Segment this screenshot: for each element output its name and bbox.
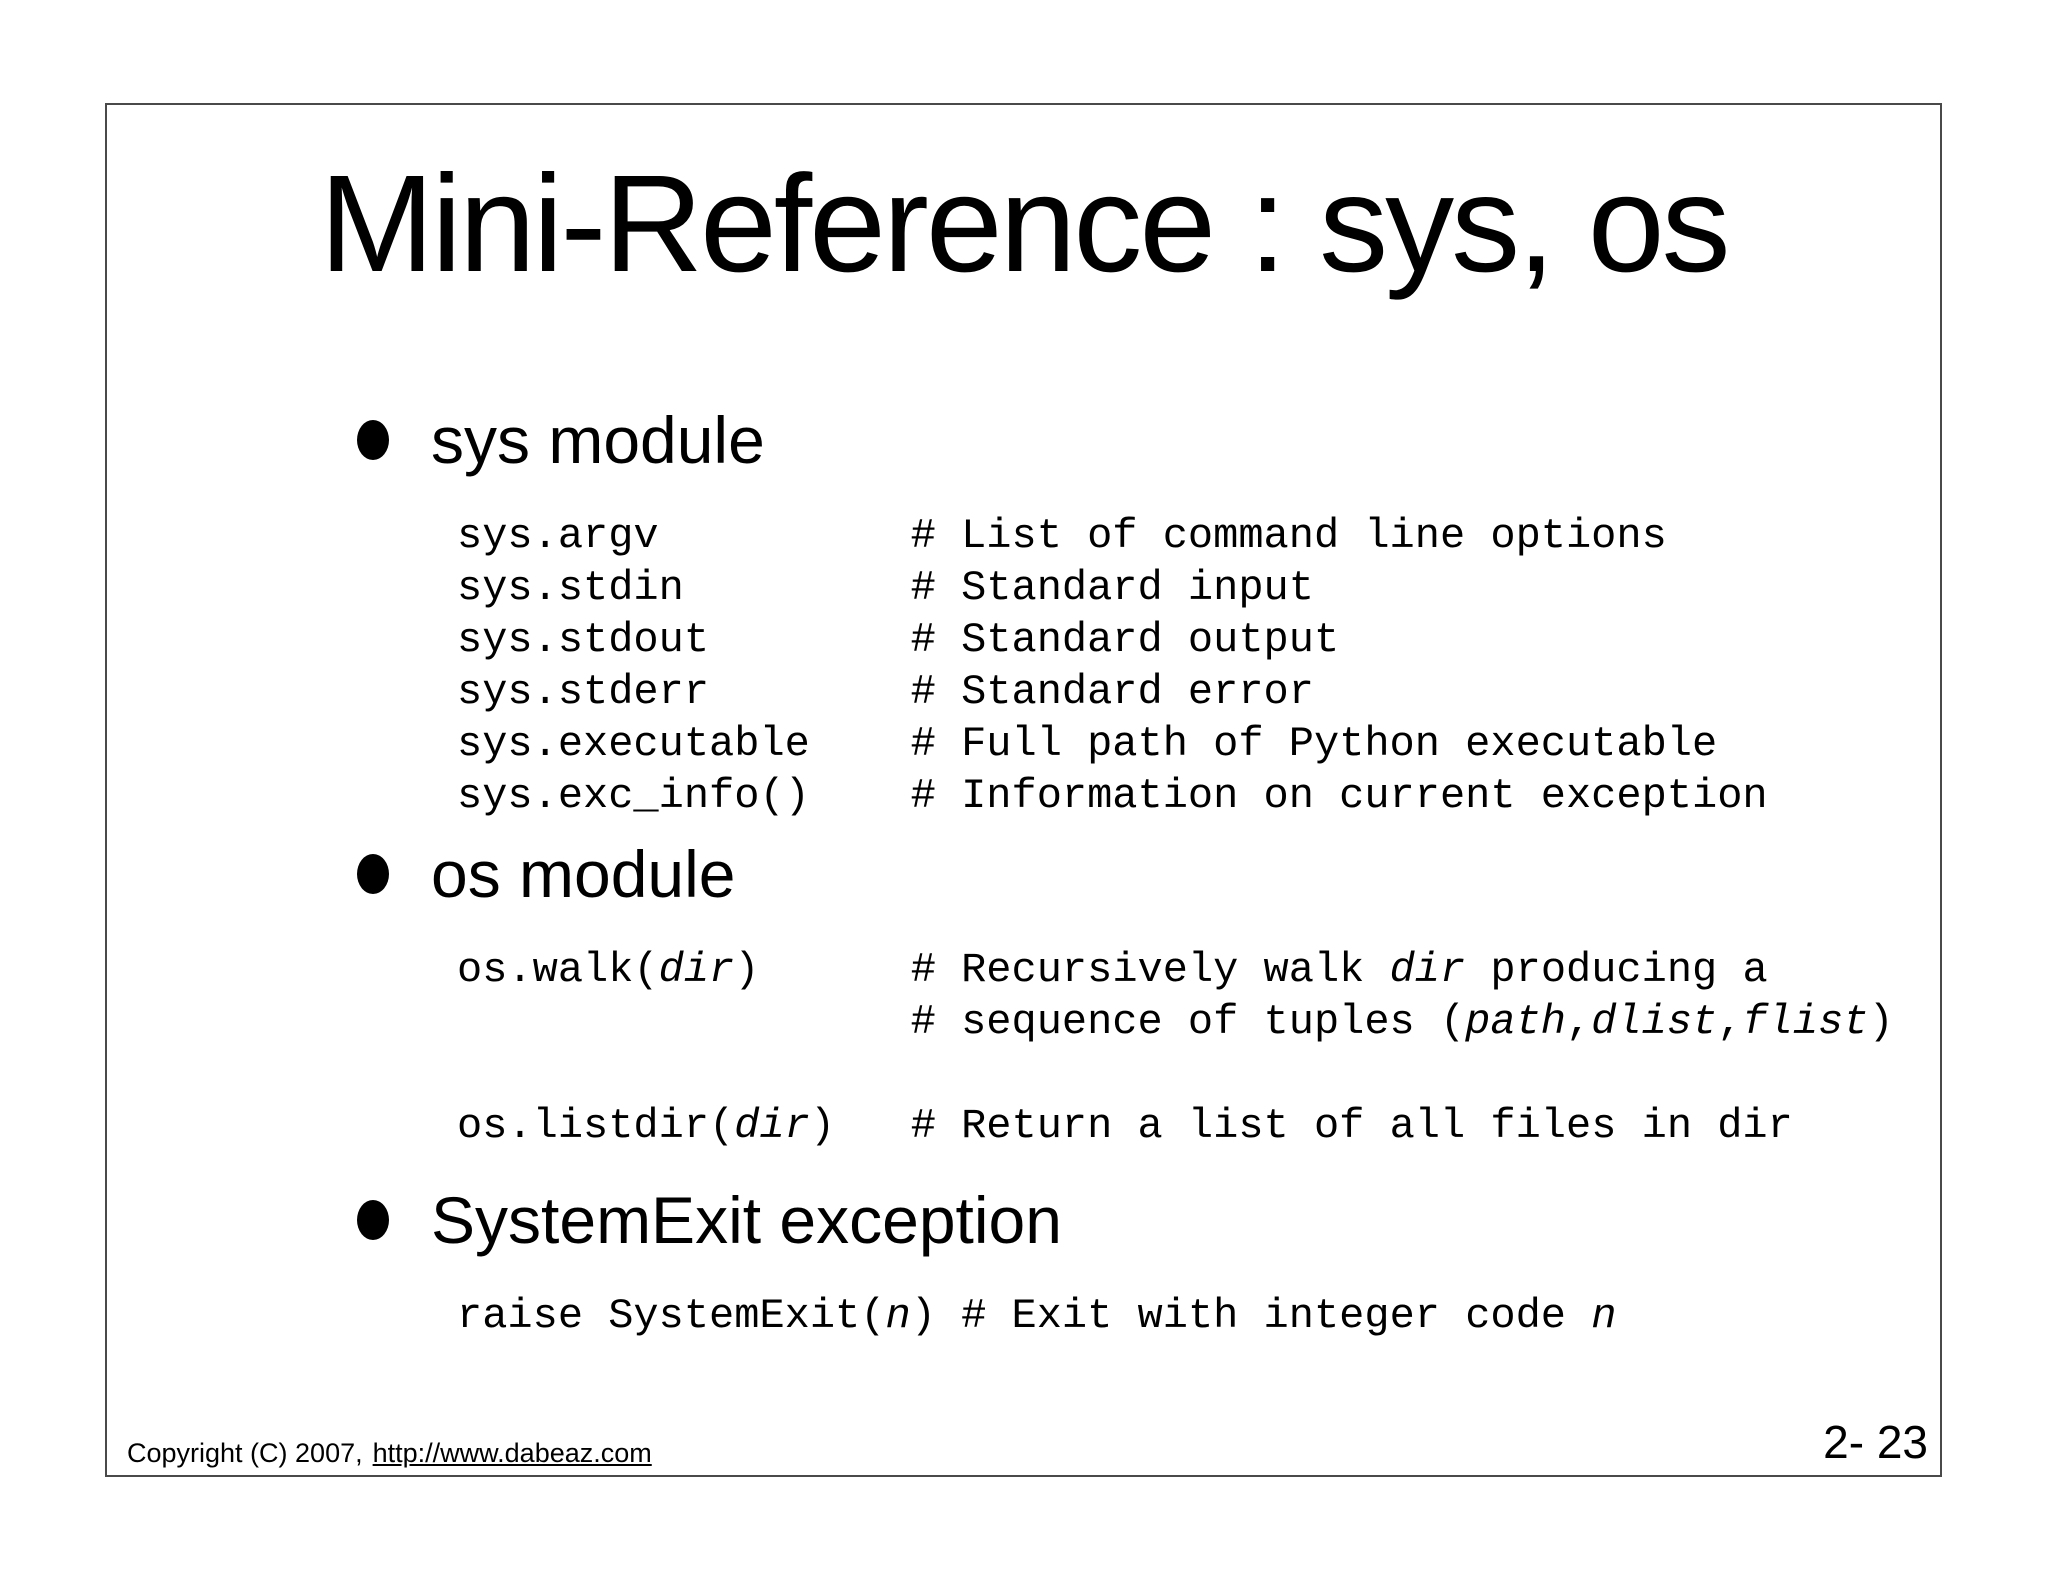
code-segment: flist <box>1742 998 1869 1046</box>
code-segment: , <box>1566 998 1592 1046</box>
code-segment: sys.argv # List of command line options <box>457 512 1667 560</box>
code-segment: sys.stderr # Standard error <box>457 668 1314 716</box>
code-line: os.listdir(dir) # Return a list of all f… <box>457 1100 1940 1152</box>
code-segment: ) # Exit with integer code <box>910 1292 1592 1340</box>
slide-title: Mini-Reference : sys, os <box>319 147 1730 301</box>
copyright-text: Copyright (C) 2007, <box>127 1438 363 1468</box>
footer: Copyright (C) 2007, http://www.dabeaz.com <box>127 1436 652 1470</box>
code-segment: sys.stdin # Standard input <box>457 564 1314 612</box>
code-segment: dir <box>658 946 735 994</box>
code-line: sys.stdin # Standard input <box>457 562 1940 614</box>
code-segment: sys.executable # Full path of Python exe… <box>457 720 1718 768</box>
code-segment: n <box>1591 1292 1617 1340</box>
code-segment: path <box>1465 998 1566 1046</box>
bullet-item-os-module: os module <box>357 836 1940 912</box>
code-segment: n <box>885 1292 911 1340</box>
code-segment: ) # Return a list of all files in dir <box>809 1102 1793 1150</box>
code-line: sys.stderr # Standard error <box>457 666 1940 718</box>
section-sys-module: sys module sys.argv # List of command lin… <box>107 402 1940 822</box>
code-line: sys.executable # Full path of Python exe… <box>457 718 1940 770</box>
bullet-icon <box>357 420 389 460</box>
code-segment: ) # Recursively walk <box>734 946 1390 994</box>
code-segment: dir <box>1389 946 1466 994</box>
bullet-icon <box>357 854 389 894</box>
code-segment: # sequence of tuples ( <box>457 998 1466 1046</box>
code-segment: producing a <box>1465 946 1768 994</box>
code-line <box>457 1048 1940 1100</box>
footer-link[interactable]: http://www.dabeaz.com <box>372 1438 652 1468</box>
page-number: 2- 23 <box>1823 1416 1928 1468</box>
bullet-label: os module <box>431 837 736 911</box>
code-line: raise SystemExit(n) # Exit with integer … <box>457 1290 1940 1342</box>
code-segment: os.walk( <box>457 946 659 994</box>
code-segment: dlist <box>1591 998 1718 1046</box>
slide-canvas: Mini-Reference : sys, os sys module sys.a… <box>105 103 1942 1477</box>
code-segment: os.listdir( <box>457 1102 735 1150</box>
code-segment: sys.stdout # Standard output <box>457 616 1340 664</box>
code-line: # sequence of tuples (path,dlist,flist) <box>457 996 1940 1048</box>
bullet-item-sys-module: sys module <box>357 402 1940 478</box>
code-line: sys.exc_info() # Information on current … <box>457 770 1940 822</box>
code-segment: raise SystemExit( <box>457 1292 886 1340</box>
code-block: raise SystemExit(n) # Exit with integer … <box>457 1290 1940 1342</box>
bullet-icon <box>357 1200 389 1240</box>
code-segment: ) <box>1868 998 1894 1046</box>
bullet-item-systemexit-exception: SystemExit exception <box>357 1182 1940 1258</box>
bullet-label: sys module <box>431 403 765 477</box>
code-line: os.walk(dir) # Recursively walk dir prod… <box>457 944 1940 996</box>
code-segment: sys.exc_info() # Information on current … <box>457 772 1768 820</box>
code-segment: dir <box>734 1102 810 1150</box>
code-line: sys.argv # List of command line options <box>457 510 1940 562</box>
code-line: sys.stdout # Standard output <box>457 614 1940 666</box>
code-block: os.walk(dir) # Recursively walk dir prod… <box>457 944 1940 1152</box>
bullet-label: SystemExit exception <box>431 1183 1062 1257</box>
code-segment: , <box>1717 998 1743 1046</box>
slide-sections: sys module sys.argv # List of command lin… <box>107 402 1940 1342</box>
